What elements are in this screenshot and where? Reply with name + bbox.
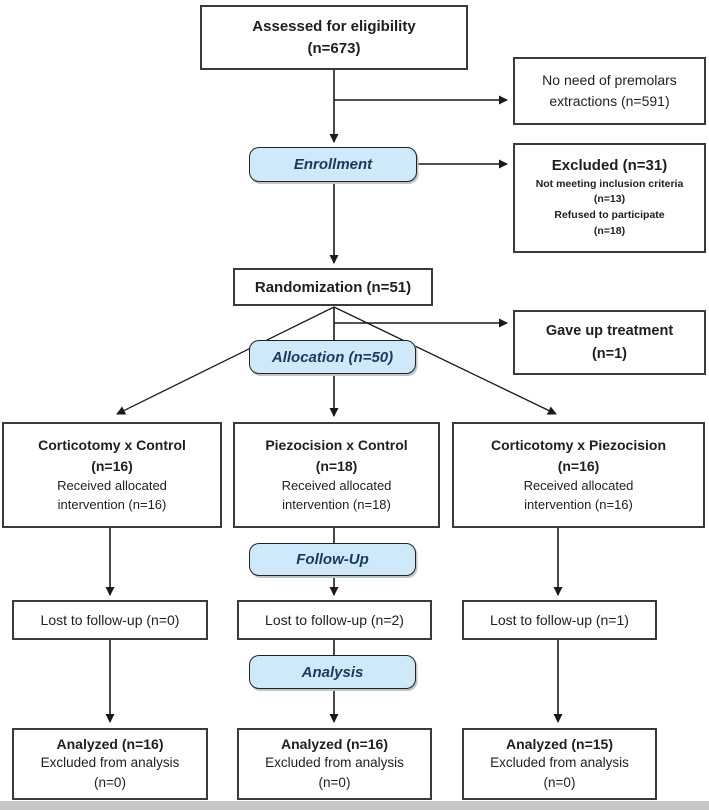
no-need-line1: No need of premolars [542, 72, 677, 88]
group-box-corticotomy-control: Corticotomy x Control (n=16) Received al… [2, 422, 222, 528]
excluded-reason-2: Refused to participate [554, 209, 665, 221]
arrow-randomization-to-group-right [333, 306, 557, 415]
analyzed-sub-line1: Excluded from analysis [40, 754, 180, 770]
analyzed-sub-line2: (n=0) [318, 774, 351, 790]
analyzed-title: Analyzed (n=16) [56, 735, 164, 752]
gave-up-treatment-box: Gave up treatment (n=1) [513, 310, 706, 375]
excluded-box: Excluded (n=31) Not meeting inclusion cr… [513, 143, 706, 253]
group-sub-line1: Received allocated [57, 478, 167, 494]
group-n: (n=18) [315, 458, 358, 475]
group-sub-line1: Received allocated [523, 478, 634, 494]
enrollment-stage-box: Enrollment [249, 147, 417, 182]
group-box-corticotomy-piezocision: Corticotomy x Piezocision (n=16) Receive… [452, 422, 705, 528]
analyzed-box-right: Analyzed (n=15) Excluded from analysis (… [462, 728, 657, 800]
analyzed-sub-line1: Excluded from analysis [490, 754, 629, 770]
excluded-reason-1-count: (n=13) [593, 193, 626, 206]
assessed-for-eligibility-box: Assessed for eligibility (n=673) [200, 5, 468, 70]
excluded-title: Excluded (n=31) [551, 156, 668, 174]
group-sub-line2: intervention (n=16) [524, 497, 633, 512]
group-title: Piezocision x Control [265, 437, 408, 454]
arrow-randomization-to-group-left [116, 306, 335, 415]
group-n: (n=16) [557, 458, 600, 475]
no-need-line2: extractions (n=591) [549, 93, 670, 109]
lost-label: Lost to follow-up (n=1) [490, 612, 629, 628]
analyzed-box-left: Analyzed (n=16) Excluded from analysis (… [12, 728, 208, 800]
lost-to-follow-up-box-middle: Lost to follow-up (n=2) [237, 600, 432, 640]
lost-to-follow-up-box-left: Lost to follow-up (n=0) [12, 600, 208, 640]
analysis-label: Analysis [301, 663, 364, 681]
analyzed-sub-line2: (n=0) [94, 774, 126, 790]
group-title: Corticotomy x Control [38, 437, 186, 454]
group-n: (n=16) [91, 458, 133, 475]
follow-up-label: Follow-Up [296, 551, 369, 568]
group-title: Corticotomy x Piezocision [490, 437, 667, 454]
analyzed-box-middle: Analyzed (n=16) Excluded from analysis (… [237, 728, 432, 800]
group-sub-line2: intervention (n=16) [57, 497, 167, 512]
allocation-label: Allocation (n=50) [271, 348, 394, 366]
bottom-scan-edge [0, 801, 709, 810]
enrollment-label: Enrollment [293, 156, 373, 173]
allocation-stage-box: Allocation (n=50) [249, 340, 416, 374]
assessed-line1: Assessed for eligibility [252, 17, 416, 35]
assessed-line2: (n=673) [307, 39, 361, 57]
lost-label: Lost to follow-up (n=2) [265, 612, 404, 628]
group-box-piezocision-control: Piezocision x Control (n=18) Received al… [233, 422, 440, 528]
gave-up-line2: (n=1) [591, 345, 628, 362]
excluded-reason-2-count: (n=18) [593, 224, 626, 237]
randomization-box: Randomization (n=51) [233, 268, 433, 306]
group-sub-line2: intervention (n=18) [282, 497, 391, 512]
analyzed-sub-line2: (n=0) [543, 774, 576, 790]
gave-up-line1: Gave up treatment [545, 323, 674, 340]
randomization-label: Randomization (n=51) [254, 278, 412, 296]
group-sub-line1: Received allocated [281, 478, 392, 494]
analyzed-sub-line1: Excluded from analysis [265, 754, 404, 770]
analysis-stage-box: Analysis [249, 655, 416, 689]
lost-label: Lost to follow-up (n=0) [40, 612, 180, 628]
no-need-premolars-box: No need of premolars extractions (n=591) [513, 57, 706, 125]
excluded-reason-1: Not meeting inclusion criteria [535, 177, 684, 190]
lost-to-follow-up-box-right: Lost to follow-up (n=1) [462, 600, 657, 640]
analyzed-title: Analyzed (n=16) [281, 735, 388, 752]
follow-up-stage-box: Follow-Up [249, 543, 416, 576]
analyzed-title: Analyzed (n=15) [506, 735, 613, 752]
